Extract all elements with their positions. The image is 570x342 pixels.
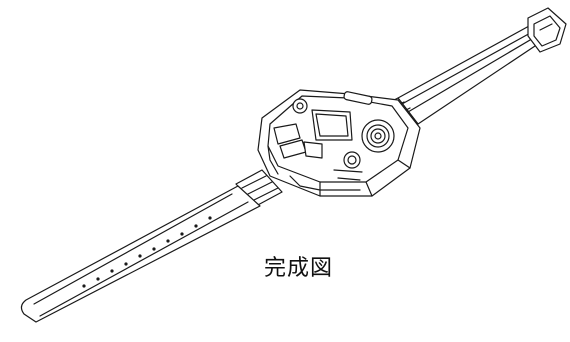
buckle <box>527 7 567 53</box>
figure-caption: 完成図 <box>264 256 334 281</box>
strap-holes <box>82 216 212 288</box>
watch-case <box>257 89 421 197</box>
lower-strap <box>20 169 283 323</box>
